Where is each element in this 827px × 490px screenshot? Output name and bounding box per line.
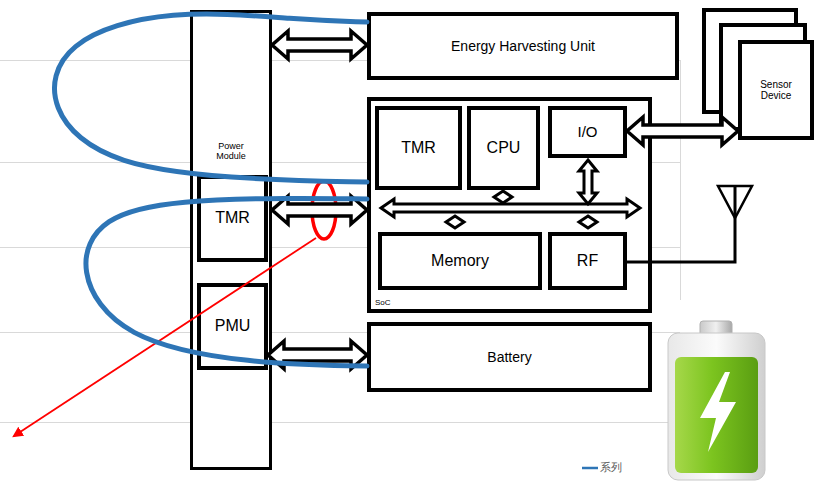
rf-box: RF [548,232,627,290]
box-label: Memory [431,252,489,270]
box-label: I/O [577,123,597,140]
box-label: CPU [487,139,521,157]
cpu-box: CPU [467,106,540,190]
battery-icon [668,321,765,480]
box-label: Sensor Device [746,79,806,102]
bus-arrow [272,31,367,59]
timer-box: TMR [197,175,268,262]
box-label: TMR [401,139,436,157]
harvester-box: Energy Harvesting Unit [367,12,679,80]
memory-box: Memory [378,232,542,290]
box-label: Energy Harvesting Unit [451,38,595,54]
pmu-box: PMU [197,283,268,370]
io-box: I/O [548,106,627,158]
highlight-ellipse [312,181,336,239]
sensor-box: Sensor Device [738,40,814,140]
power-module: TMR PMU Power Module [190,10,272,470]
timer-box: TMR [375,106,462,190]
legend-label: 系列 [600,460,622,475]
battery-box: Battery [367,322,652,392]
box-heading: Power Module [208,141,254,162]
legend-line-sample [582,467,598,470]
box-label: Battery [487,349,531,365]
box-label: TMR [215,209,250,227]
box-heading: SoC [375,298,391,307]
bus-arrow [268,341,367,369]
box-label: PMU [215,317,251,335]
soc-box: TMR CPU I/O Memory RF SoC [367,97,652,313]
box-label: RF [577,252,598,270]
bus-arrow [272,196,367,224]
chart-gridlines [0,60,681,423]
